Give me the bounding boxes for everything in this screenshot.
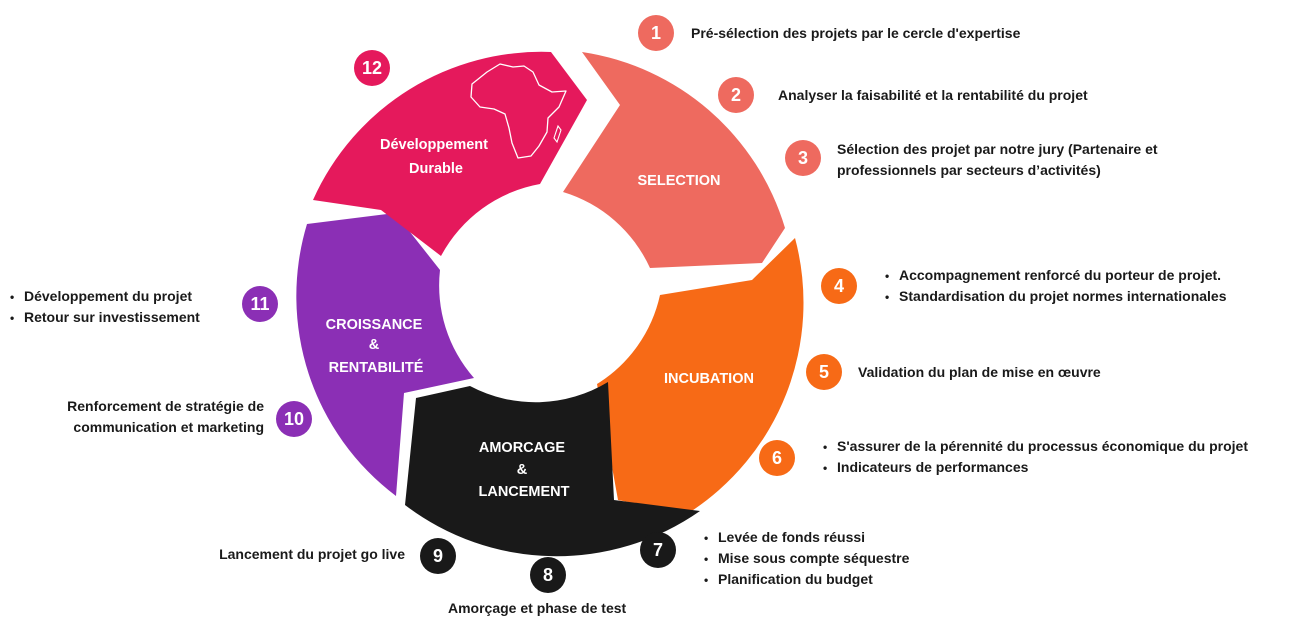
segment-label-durable: Développement Durable bbox=[380, 137, 492, 177]
step-note-11: Développement du projet Retour sur inves… bbox=[10, 286, 200, 329]
africa-map-icon bbox=[470, 63, 567, 159]
step-badge-9: 9 bbox=[420, 538, 456, 574]
step-note-6: S'assurer de la pérennité du processus é… bbox=[823, 436, 1248, 479]
step-badge-3: 3 bbox=[785, 140, 821, 176]
step-badge-2: 2 bbox=[718, 77, 754, 113]
step-badge-7: 7 bbox=[640, 532, 676, 568]
segment-croissance bbox=[296, 213, 474, 496]
segment-incubation bbox=[597, 238, 804, 514]
segment-label-croissance: CROISSANCE & RENTABILITÉ bbox=[326, 317, 427, 376]
segment-amorcage bbox=[405, 382, 700, 557]
step-badge-4: 4 bbox=[821, 268, 857, 304]
step-badge-6: 6 bbox=[759, 440, 795, 476]
step-note-1: Pré-sélection des projets par le cercle … bbox=[691, 25, 1021, 41]
list-item: Levée de fonds réussi bbox=[704, 527, 909, 549]
segment-selection bbox=[563, 52, 785, 268]
step-note-4: Accompagnement renforcé du porteur de pr… bbox=[885, 265, 1227, 308]
step-badge-1: 1 bbox=[638, 15, 674, 51]
list-item: Retour sur investissement bbox=[10, 307, 200, 329]
step-note-2: Analyser la faisabilité et la rentabilit… bbox=[778, 87, 1088, 103]
list-item: Mise sous compte séquestre bbox=[704, 548, 909, 570]
list-item: Accompagnement renforcé du porteur de pr… bbox=[885, 265, 1227, 287]
step-badge-8: 8 bbox=[530, 557, 566, 593]
list-item: Planification du budget bbox=[704, 569, 909, 591]
list-item: S'assurer de la pérennité du processus é… bbox=[823, 436, 1248, 458]
segment-label-incubation: INCUBATION bbox=[664, 371, 754, 387]
step-badge-10: 10 bbox=[276, 401, 312, 437]
segment-label-amorcage: AMORCAGE & LANCEMENT bbox=[478, 440, 569, 500]
list-item: Standardisation du projet normes interna… bbox=[885, 286, 1227, 308]
step-badge-12: 12 bbox=[354, 50, 390, 86]
step-note-5: Validation du plan de mise en œuvre bbox=[858, 364, 1101, 380]
step-note-3: Sélection des projet par notre jury (Par… bbox=[837, 141, 1158, 178]
step-badge-11: 11 bbox=[242, 286, 278, 322]
list-item: Indicateurs de performances bbox=[823, 457, 1248, 479]
step-badge-5: 5 bbox=[806, 354, 842, 390]
step-note-8: Amorçage et phase de test bbox=[448, 600, 627, 616]
segment-label-selection: SELECTION bbox=[638, 173, 721, 189]
step-note-7: Levée de fonds réussi Mise sous compte s… bbox=[704, 527, 909, 591]
step-note-9: Lancement du projet go live bbox=[219, 546, 405, 562]
segment-durable bbox=[313, 51, 587, 256]
madagascar-icon bbox=[553, 124, 562, 144]
list-item: Développement du projet bbox=[10, 286, 200, 308]
